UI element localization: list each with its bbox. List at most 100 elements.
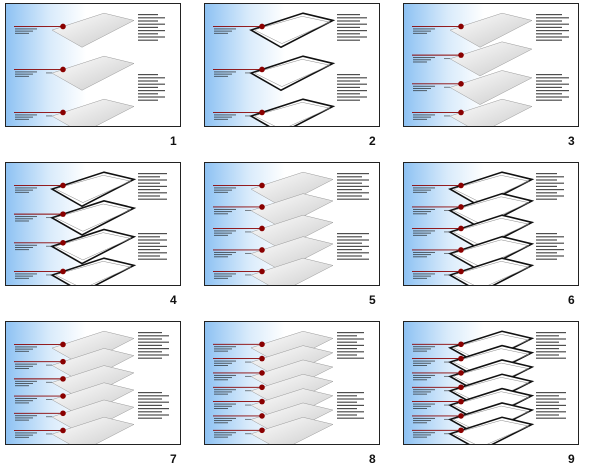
text-line — [138, 338, 162, 340]
text-line — [536, 90, 569, 92]
text-line — [536, 236, 564, 238]
connector-dot — [458, 109, 464, 116]
connector-dot — [60, 393, 66, 399]
connector-dot — [60, 427, 66, 434]
connector-dot — [458, 398, 464, 405]
text-line — [337, 33, 360, 35]
text-line — [536, 23, 569, 25]
text-line — [337, 252, 369, 254]
connector-dot — [458, 52, 464, 58]
text-line — [337, 83, 367, 85]
text-line — [138, 239, 167, 241]
text-line — [536, 182, 564, 184]
connector-dot — [259, 225, 265, 232]
slide-number-8: 8 — [369, 452, 376, 466]
layer-plate — [449, 70, 533, 105]
text-line — [138, 335, 169, 337]
slide-thumbnail-4[interactable] — [5, 162, 181, 286]
slide-thumbnail-6[interactable] — [403, 162, 579, 286]
text-line — [536, 83, 569, 85]
text-line — [138, 14, 158, 16]
text-line — [138, 252, 167, 254]
text-line — [138, 258, 167, 260]
text-line — [138, 245, 167, 247]
connector-dot — [458, 341, 464, 348]
text-line — [536, 401, 559, 403]
slide-thumbnail-2[interactable] — [204, 3, 380, 127]
slide-number-6: 6 — [568, 293, 575, 307]
background-gradient — [205, 163, 285, 285]
text-line — [138, 354, 169, 356]
text-line — [337, 338, 364, 340]
text-line — [337, 26, 360, 28]
text-line — [337, 242, 362, 244]
connector-dot — [259, 427, 265, 434]
text-line — [337, 96, 367, 98]
text-line — [337, 20, 360, 22]
connector-dot — [259, 109, 265, 116]
text-line — [536, 348, 559, 350]
connector-dot — [259, 247, 265, 253]
text-line — [138, 26, 158, 28]
text-line — [138, 341, 169, 343]
slide-thumbnail-8[interactable] — [204, 321, 380, 445]
text-line — [337, 179, 369, 181]
connector-dot — [60, 66, 66, 73]
slide-thumbnail-5[interactable] — [204, 162, 380, 286]
text-line — [138, 195, 160, 197]
text-line — [536, 33, 562, 35]
text-line — [337, 414, 357, 416]
text-line — [536, 338, 566, 340]
text-line — [536, 341, 559, 343]
text-line — [138, 17, 165, 19]
text-line — [337, 258, 369, 260]
connector-dot — [458, 81, 464, 87]
layer-plate — [250, 236, 334, 272]
layer-plate — [249, 55, 336, 92]
text-line — [536, 335, 559, 337]
layer-plate — [51, 55, 135, 91]
text-line — [337, 74, 360, 76]
layer-plate — [449, 12, 533, 48]
text-line — [337, 80, 360, 82]
text-line — [138, 404, 162, 406]
text-line — [337, 90, 367, 92]
slide-thumbnail-7[interactable] — [5, 321, 181, 445]
text-line — [536, 332, 566, 334]
text-line — [138, 74, 158, 76]
slide-number-3: 3 — [568, 134, 575, 148]
connector-dot — [259, 413, 265, 419]
slide-canvas-9 — [404, 322, 566, 444]
text-line — [536, 93, 562, 95]
text-line — [138, 189, 160, 191]
text-line — [536, 36, 569, 38]
text-line — [138, 192, 167, 194]
slide-canvas-8 — [205, 322, 364, 444]
layer-plate — [250, 193, 334, 229]
text-line — [138, 401, 169, 403]
text-line — [337, 23, 367, 25]
text-line — [536, 398, 566, 400]
text-line — [337, 332, 364, 334]
slide-canvas-1 — [6, 4, 165, 126]
text-line — [337, 408, 357, 410]
text-line — [138, 233, 167, 235]
slide-thumbnail-9[interactable] — [403, 321, 579, 445]
text-line — [138, 83, 165, 85]
slide-thumbnail-1[interactable] — [5, 3, 181, 127]
connector-dot — [60, 211, 66, 217]
slide-canvas-6 — [404, 163, 564, 285]
layer-plate — [448, 257, 535, 285]
layer-plate — [250, 417, 334, 444]
text-line — [536, 179, 557, 181]
text-line — [138, 414, 169, 416]
text-line — [536, 255, 564, 257]
layer-plate — [250, 214, 334, 250]
text-line — [337, 341, 357, 343]
layer-plate — [250, 257, 334, 285]
text-line — [536, 74, 562, 76]
text-line — [536, 411, 566, 413]
text-line — [138, 90, 165, 92]
text-line — [536, 14, 562, 16]
slide-thumbnail-3[interactable] — [403, 3, 579, 127]
